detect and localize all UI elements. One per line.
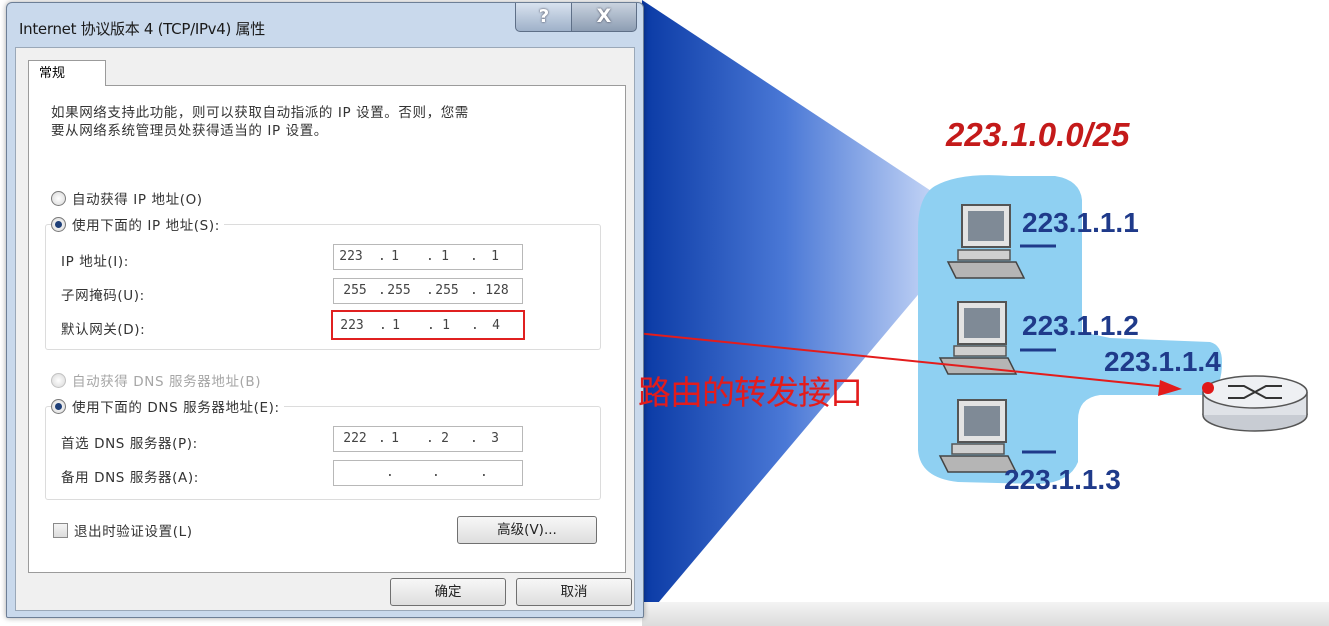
dot-separator: . <box>470 431 478 446</box>
dot-separator: . <box>480 465 488 480</box>
radio-auto-ip[interactable]: 自动获得 IP 地址(O) <box>51 188 203 208</box>
preferred-dns-field[interactable]: 222 . 1 . 2 . 3 <box>333 426 523 452</box>
radio-manual-ip-label: 使用下面的 IP 地址(S): <box>72 218 220 234</box>
close-button[interactable]: X <box>571 3 637 32</box>
subnet-title: 223.1.0.0/25 <box>946 116 1130 153</box>
host2-ip-label: 223.1.1.2 <box>1022 310 1139 341</box>
dialog-client-area: 常规 如果网络支持此功能，则可以获取自动指派的 IP 设置。否则，您需 要从网络… <box>15 47 635 611</box>
title-bar[interactable]: Internet 协议版本 4 (TCP/IPv4) 属性 ? X <box>7 3 643 47</box>
dot-separator: . <box>426 431 434 446</box>
dot-separator: . <box>426 283 434 298</box>
dot-separator: . <box>378 249 386 264</box>
ip-octet-1: 223 <box>339 249 363 264</box>
dns1-octet-2: 1 <box>391 431 399 446</box>
gateway-octet-3: 1 <box>442 318 450 333</box>
validate-on-exit-checkbox[interactable]: 退出时验证设置(L) <box>53 520 193 540</box>
host1-ip-label: 223.1.1.1 <box>1022 207 1139 238</box>
radio-auto-ip-label: 自动获得 IP 地址(O) <box>72 192 203 208</box>
mask-octet-2: 255 <box>387 283 411 298</box>
bottom-strip <box>642 602 1329 626</box>
ok-button[interactable]: 确定 <box>390 578 506 606</box>
close-icon: X <box>596 5 612 27</box>
gateway-octet-2: 1 <box>392 318 400 333</box>
router-interface-ip-label: 223.1.1.4 <box>1104 346 1221 377</box>
host-computer-2 <box>938 301 1056 375</box>
dot-separator: . <box>386 465 394 480</box>
alternate-dns-label: 备用 DNS 服务器(A): <box>61 470 199 486</box>
help-icon: ? <box>538 6 550 27</box>
gateway-octet-4: 4 <box>492 318 500 333</box>
dns1-octet-3: 2 <box>441 431 449 446</box>
radio-manual-ip[interactable]: 使用下面的 IP 地址(S): <box>51 214 224 234</box>
dot-separator: . <box>378 283 386 298</box>
dot-separator: . <box>470 283 478 298</box>
alternate-dns-field[interactable]: . . . <box>333 460 523 486</box>
ip-octet-3: 1 <box>441 249 449 264</box>
host-computer-1 <box>946 204 1056 279</box>
radio-auto-ip-indicator <box>51 191 66 206</box>
mask-octet-3: 255 <box>435 283 459 298</box>
intro-line-2: 要从网络系统管理员处获得适当的 IP 设置。 <box>51 123 328 139</box>
dns1-octet-1: 222 <box>343 431 367 446</box>
dot-separator: . <box>379 318 387 333</box>
general-tab-panel: 如果网络支持此功能，则可以获取自动指派的 IP 设置。否则，您需 要从网络系统管… <box>28 85 626 573</box>
dns-settings-group <box>45 406 601 500</box>
subnet-mask-field[interactable]: 255 . 255 . 255 . 128 <box>333 278 523 304</box>
host3-ip-label: 223.1.1.3 <box>1004 464 1121 495</box>
ip-settings-group <box>45 224 601 350</box>
dot-separator: . <box>378 431 386 446</box>
dialog-title: Internet 协议版本 4 (TCP/IPv4) 属性 <box>19 20 265 38</box>
checkbox-box <box>53 523 68 538</box>
cancel-button[interactable]: 取消 <box>516 578 632 606</box>
mask-octet-4: 128 <box>485 283 509 298</box>
default-gateway-label: 默认网关(D): <box>61 322 146 338</box>
arrowhead <box>1158 380 1182 396</box>
help-button[interactable]: ? <box>515 3 573 32</box>
dot-separator: . <box>471 318 479 333</box>
radio-manual-dns[interactable]: 使用下面的 DNS 服务器地址(E): <box>51 396 284 416</box>
dns1-octet-4: 3 <box>491 431 499 446</box>
radio-manual-dns-indicator <box>51 399 66 414</box>
ip-address-label: IP 地址(I): <box>61 254 129 270</box>
mask-octet-1: 255 <box>343 283 367 298</box>
ip-address-field[interactable]: 223 . 1 . 1 . 1 <box>333 244 523 270</box>
radio-auto-dns[interactable]: 自动获得 DNS 服务器地址(B) <box>51 370 261 390</box>
gateway-octet-1: 223 <box>340 318 364 333</box>
advanced-button[interactable]: 高级(V)... <box>457 516 597 544</box>
dot-separator: . <box>426 249 434 264</box>
validate-on-exit-label: 退出时验证设置(L) <box>74 524 193 540</box>
pointer-arrow <box>547 323 1169 388</box>
radio-auto-dns-label: 自动获得 DNS 服务器地址(B) <box>72 374 262 390</box>
dot-separator: . <box>470 249 478 264</box>
intro-text: 如果网络支持此功能，则可以获取自动指派的 IP 设置。否则，您需 要从网络系统管… <box>51 104 591 140</box>
dot-separator: . <box>432 465 440 480</box>
host-computer-3 <box>938 399 1056 473</box>
radio-auto-dns-indicator <box>51 373 66 388</box>
radio-manual-ip-indicator <box>51 217 66 232</box>
ip-octet-2: 1 <box>391 249 399 264</box>
tcpip-properties-dialog: Internet 协议版本 4 (TCP/IPv4) 属性 ? X 常规 如果网… <box>6 2 644 618</box>
router-icon <box>1202 375 1308 432</box>
radio-manual-dns-label: 使用下面的 DNS 服务器地址(E): <box>72 400 280 416</box>
forwarding-interface-annotation: 路由的转发接口 <box>638 373 863 412</box>
default-gateway-field[interactable]: 223 . 1 . 1 . 4 <box>331 310 525 340</box>
ip-octet-4: 1 <box>491 249 499 264</box>
dot-separator: . <box>427 318 435 333</box>
intro-line-1: 如果网络支持此功能，则可以获取自动指派的 IP 设置。否则，您需 <box>51 105 469 121</box>
tab-general[interactable]: 常规 <box>28 60 106 86</box>
subnet-mask-label: 子网掩码(U): <box>61 288 145 304</box>
preferred-dns-label: 首选 DNS 服务器(P): <box>61 436 198 452</box>
